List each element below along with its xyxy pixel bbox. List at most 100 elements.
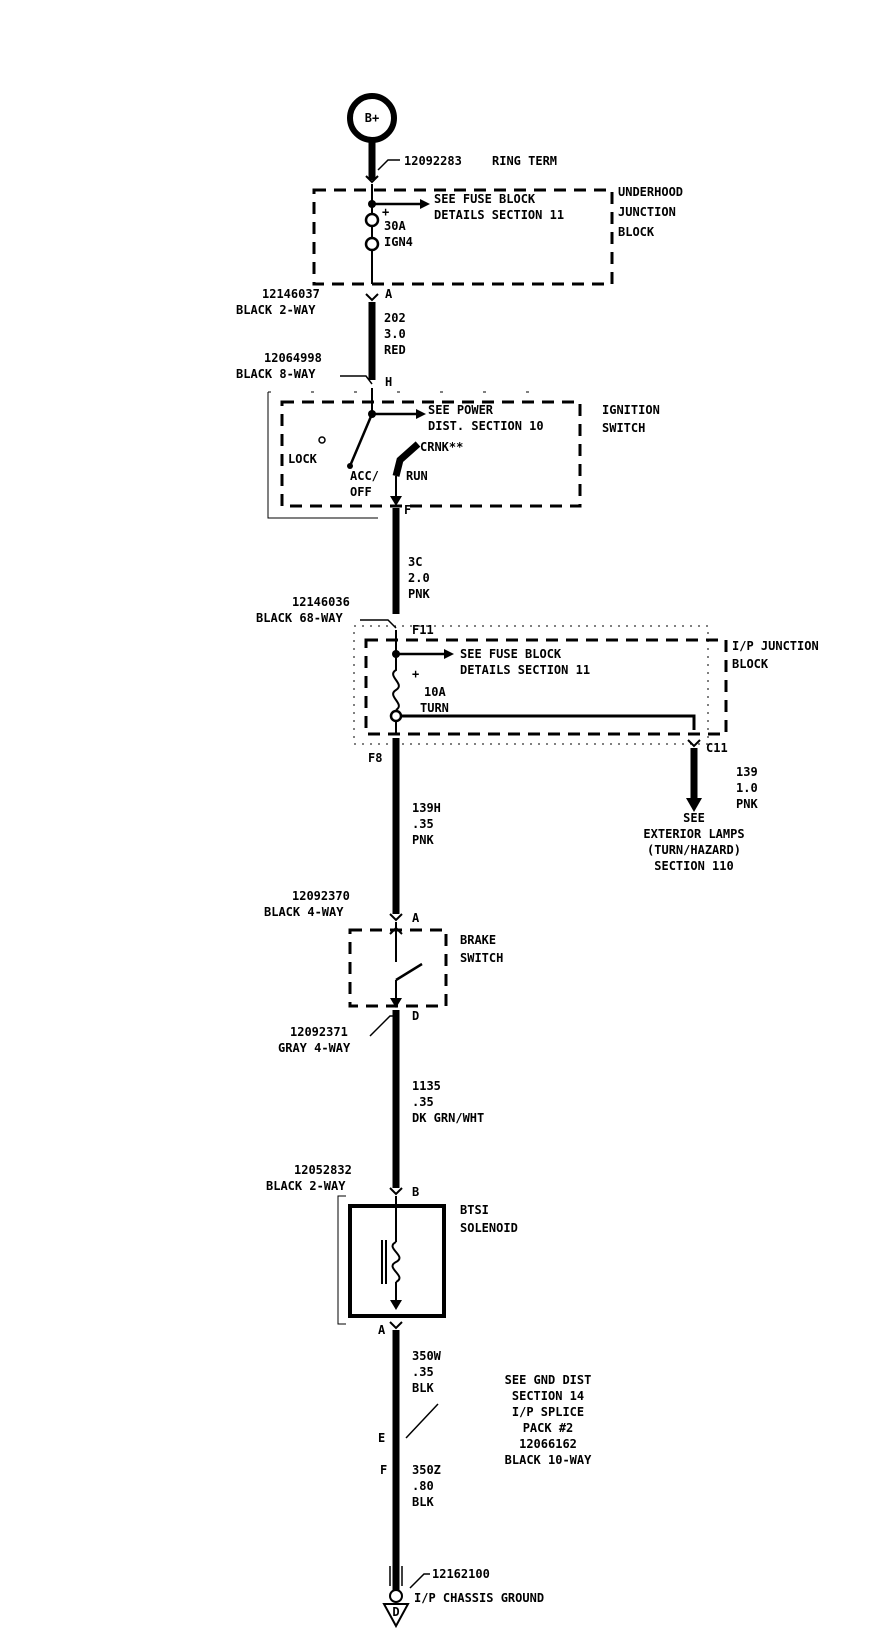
wire-350z-size: .80 — [412, 1479, 434, 1493]
wire-3c-circuit: 3C — [408, 555, 422, 569]
connector-3-pin: F11 — [412, 623, 434, 637]
exterior-lamps-note-4: SECTION 110 — [654, 859, 733, 873]
btsi-out-pin: A — [378, 1323, 386, 1337]
solenoid-coil — [391, 1241, 401, 1283]
splice-note-1: SEE GND DIST — [505, 1373, 592, 1387]
wire-139h-circuit: 139H — [412, 801, 441, 815]
ignition-out-arrowhead — [390, 496, 402, 506]
wire-202-color: RED — [384, 343, 406, 357]
ipjb-name-1: I/P JUNCTION — [732, 639, 819, 653]
connector-a-solenoid-symbol — [389, 1321, 403, 1330]
wire-3c-size: 2.0 — [408, 571, 430, 585]
ground-name: I/P CHASSIS GROUND — [414, 1591, 544, 1605]
wire-139-arrowhead — [686, 798, 702, 812]
ipjb-branch-bus — [401, 714, 696, 730]
solenoid-housing-outline — [337, 1195, 346, 1325]
ipjb-fuse-name: TURN — [420, 701, 449, 715]
ignition-pos-crnk: CRNK** — [420, 440, 463, 454]
ipjb-ref-arrowhead — [444, 649, 454, 659]
exterior-lamps-note-2: EXTERIOR LAMPS — [643, 827, 744, 841]
ignition-name-2: SWITCH — [602, 421, 645, 435]
ipjb-housing-outline — [353, 625, 709, 745]
connector-4-desc: BLACK 4-WAY — [264, 905, 344, 919]
wire-139-circuit: 139 — [736, 765, 758, 779]
wire-1135-size: .35 — [412, 1095, 434, 1109]
connector-4-pin: A — [412, 911, 420, 925]
connector-2-part: 12064998 — [264, 351, 322, 365]
wire-3c-color: PNK — [408, 587, 430, 601]
ignition-pos-acc: ACC/ — [350, 469, 379, 483]
ignition-crank-contact — [392, 441, 421, 477]
splice-note-5: 12066162 — [519, 1437, 577, 1451]
wire-350w-circuit: 350W — [412, 1349, 442, 1363]
uhjb-fuse-name: IGN4 — [384, 235, 413, 249]
connector-6-part: 12052832 — [294, 1163, 352, 1177]
exterior-lamps-note-1: SEE — [683, 811, 705, 825]
underhood-junction-block-box — [312, 188, 614, 286]
splice-leader — [405, 1403, 439, 1439]
wire-350z-color: BLK — [412, 1495, 434, 1509]
connector-6-pin: B — [412, 1185, 419, 1199]
brake-switch-blade — [395, 962, 423, 982]
splice-pin-f: F — [380, 1463, 387, 1477]
connector-2-leader — [340, 375, 373, 385]
ignition-note-2: DIST. SECTION 10 — [428, 419, 544, 433]
ignition-lock-contact — [318, 436, 326, 444]
connector-2-desc: BLACK 8-WAY — [236, 367, 316, 381]
exterior-lamps-note-3: (TURN/HAZARD) — [647, 843, 741, 857]
ignition-ref-arrowhead — [416, 409, 426, 419]
connector-6-symbol — [389, 1187, 403, 1196]
ground-leader — [409, 1573, 430, 1589]
connector-6-desc: BLACK 2-WAY — [266, 1179, 346, 1193]
wire-139-size: 1.0 — [736, 781, 758, 795]
splice-note-6: BLACK 10-WAY — [505, 1453, 592, 1467]
splice-pin-e: E — [378, 1431, 385, 1445]
splice-note-3: I/P SPLICE — [512, 1405, 584, 1419]
ring-term-type: RING TERM — [492, 154, 557, 168]
brake-lead-top-mark — [389, 926, 403, 935]
connector-c11-symbol — [687, 739, 701, 748]
ipjb-branch-pin: C11 — [706, 741, 728, 755]
wire-139h-color: PNK — [412, 833, 434, 847]
ignition-pos-run: RUN — [406, 469, 428, 483]
uhjb-name-2: JUNCTION — [618, 205, 676, 219]
connector-3-desc: BLACK 68-WAY — [256, 611, 343, 625]
splice-note-2: SECTION 14 — [512, 1389, 584, 1403]
ip-junction-block-box — [364, 638, 728, 736]
ipjb-plus: + — [412, 667, 419, 681]
ignition-acc-contact — [347, 463, 353, 469]
ipjb-note-2: DETAILS SECTION 11 — [460, 663, 590, 677]
splice-note-4: PACK #2 — [523, 1421, 574, 1435]
wire-350w-color: BLK — [412, 1381, 434, 1395]
brake-switch-box — [348, 928, 448, 1008]
ignition-pos-off: OFF — [350, 485, 372, 499]
ring-term-part: 12092283 — [404, 154, 462, 168]
wire-1135-color: DK GRN/WHT — [412, 1111, 484, 1125]
ignition-switch-blade — [348, 413, 374, 467]
uhjb-note-2: DETAILS SECTION 11 — [434, 208, 564, 222]
brake-name-2: SWITCH — [460, 951, 503, 965]
ignition-name-1: IGNITION — [602, 403, 660, 417]
uhjb-fuse-top — [364, 212, 380, 228]
uhjb-name-3: BLOCK — [618, 225, 655, 239]
ignition-out-pin: F — [404, 503, 411, 517]
wire-350w-size: .35 — [412, 1365, 434, 1379]
connector-1-desc: BLACK 2-WAY — [236, 303, 316, 317]
uhjb-plus: + — [382, 205, 389, 219]
ipjb-note-1: SEE FUSE BLOCK — [460, 647, 562, 661]
ground-symbol — [382, 1603, 410, 1629]
wire-139h-size: .35 — [412, 817, 434, 831]
solenoid-out-arrowhead — [390, 1300, 402, 1310]
connector-4-part: 12092370 — [292, 889, 350, 903]
ring-term-connector — [365, 175, 379, 184]
connector-5-leader — [369, 1015, 396, 1037]
brake-out-arrowhead — [390, 998, 402, 1008]
connector-5-part: 12092371 — [290, 1025, 348, 1039]
wire-202-size: 3.0 — [384, 327, 406, 341]
connector-1-part: 12146037 — [262, 287, 320, 301]
wire-202-circuit: 202 — [384, 311, 406, 325]
wire-1135-circuit: 1135 — [412, 1079, 441, 1093]
connector-3-part: 12146036 — [292, 595, 350, 609]
